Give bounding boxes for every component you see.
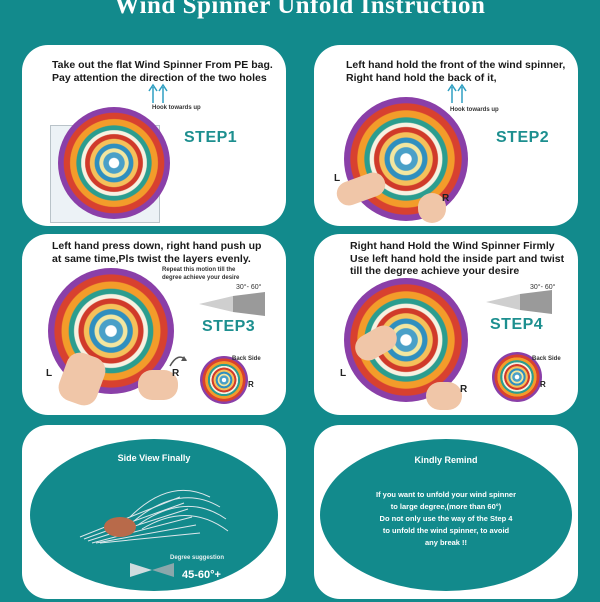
left-label: L [340, 368, 347, 379]
degree-wedge-icon [130, 563, 174, 577]
remind-body: If you want to unfold your wind spinner … [320, 489, 572, 549]
step1-instruction: Take out the flat Wind Spinner From PE b… [52, 59, 273, 84]
back-side-spinner-image [487, 347, 547, 407]
angle-label: 30°- 60° [530, 284, 556, 291]
degree-suggestion-label: Degree suggestion [170, 555, 225, 561]
right-label: R [460, 384, 468, 395]
degree-value: 45-60°+ [182, 569, 221, 581]
hook-arrows-icon [447, 83, 467, 103]
wind-spinner-image [339, 92, 473, 226]
repeat-line1: Repeat this motion till the [162, 267, 236, 273]
remind-title: Kindly Remind [414, 455, 478, 465]
hook-note: Hook towards up [450, 107, 499, 113]
remind-line1: If you want to unfold your wind spinner [376, 490, 516, 499]
step1-line2: Pay attention the direction of the two h… [52, 71, 267, 84]
step3-line1: Left hand press down, right hand push up [52, 240, 262, 252]
right-hand [138, 370, 178, 400]
remind-oval: Kindly Remind If you want to unfold your… [320, 439, 572, 591]
side-view-title: Side View Finally [117, 453, 191, 463]
step4-line1: Right hand Hold the Wind Spinner Firmly [350, 240, 555, 252]
rotate-arrow-icon [169, 356, 187, 367]
step2-line1: Left hand hold the front of the wind spi… [346, 59, 566, 71]
step1-card: Take out the flat Wind Spinner From PE b… [22, 45, 286, 226]
step2-card: Left hand hold the front of the wind spi… [314, 45, 578, 226]
left-label: L [334, 173, 341, 184]
twist-angle-icon [199, 292, 265, 316]
side-view-oval: Side View Finally Degree suggestion 45-6… [30, 439, 278, 591]
left-label: L [46, 368, 53, 379]
step2-label: STEP2 [496, 129, 550, 146]
step3-label: STEP3 [202, 318, 256, 335]
back-right-label: R [248, 380, 254, 389]
step2-line2: Right hand hold the back of it, [346, 71, 497, 84]
hook-arrows-icon [148, 83, 168, 103]
step1-label: STEP1 [184, 129, 238, 146]
step1-line1: Take out the flat Wind Spinner From PE b… [52, 59, 273, 71]
step4-card: Right hand Hold the Wind Spinner Firmly … [314, 234, 578, 415]
repeat-note: Repeat this motion till the degree achie… [162, 266, 239, 282]
step4-line3: till the degree achieve your desire [350, 265, 520, 277]
step3-card: Left hand press down, right hand push up… [22, 234, 286, 415]
step3-instruction: Left hand press down, right hand push up… [52, 240, 261, 265]
right-label: R [442, 193, 450, 204]
right-label: R [172, 368, 180, 379]
right-hand [426, 382, 462, 410]
hook-note: Hook towards up [152, 105, 201, 111]
step2-instruction: Left hand hold the front of the wind spi… [346, 59, 565, 84]
back-right-label: R [540, 380, 546, 389]
step4-label: STEP4 [490, 316, 544, 333]
wind-spinner-image [53, 102, 175, 224]
step3-line2: at same time,Pls twist the layers evenly… [52, 252, 251, 265]
angle-label: 30°- 60° [236, 284, 262, 291]
back-side-label: Back Side [532, 356, 561, 362]
kindly-remind-card: Kindly Remind If you want to unfold your… [314, 425, 578, 599]
step4-instruction: Right hand Hold the Wind Spinner Firmly … [350, 240, 564, 278]
twist-angle-icon [486, 290, 552, 314]
remind-line3: Do not only use the way of the Step 4 [379, 514, 513, 523]
page-title: Wind Spinner Unfold Instruction [114, 0, 486, 19]
remind-line2: to large degree,(more than 60°) [390, 502, 502, 511]
side-view-spinner-icon [79, 489, 229, 544]
repeat-line2: degree achieve your desire [162, 275, 240, 281]
step4-line2: Use left hand hold the inside part and t… [350, 252, 565, 265]
remind-line4: to unfold the wind spinner, to avoid [382, 526, 510, 535]
side-view-card: Side View Finally Degree suggestion 45-6… [22, 425, 286, 599]
right-hand [418, 193, 446, 223]
back-side-spinner-image [195, 351, 253, 409]
remind-line5: any break !! [424, 538, 468, 547]
back-side-label: Back Side [232, 356, 261, 362]
